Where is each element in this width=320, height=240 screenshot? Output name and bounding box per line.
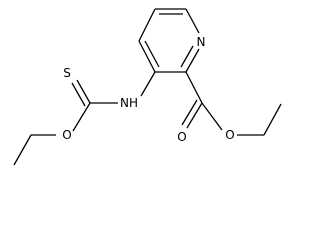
bond-c2-carbonyl <box>185 71 203 104</box>
ring-bond-n1-c2-inner <box>180 45 194 68</box>
bond-ch2-ch3-ester <box>263 103 282 136</box>
ring-bond-c4-c5 <box>138 8 156 42</box>
atom-amine-nh: NH <box>120 96 138 110</box>
bond-cs-s-a <box>76 79 91 104</box>
ring-bond-c3-c4 <box>138 40 156 73</box>
ring-bond-c6-n1 <box>185 8 200 34</box>
ring-bond-n1-c2 <box>185 48 200 73</box>
structure-diagram: N NH S O O O <box>13 8 282 166</box>
atom-thioester-oxygen: O <box>62 128 71 142</box>
bond-c3-nh <box>140 71 156 97</box>
atom-ring-nitrogen: N <box>197 35 206 49</box>
bond-ch2-ch3 <box>13 134 32 166</box>
bond-carbonyl-o-b <box>181 99 198 126</box>
ring-bond-c3-c4-inner <box>144 40 160 68</box>
atom-thione-sulfur: S <box>63 66 71 80</box>
bond-carbonyl-oester <box>201 102 223 131</box>
bond-carbonyl-o-a <box>186 102 203 129</box>
atom-carbonyl-oxygen: O <box>177 130 186 144</box>
atom-ester-oxygen: O <box>225 128 234 142</box>
bond-cs-s-b <box>71 82 86 107</box>
bond-cs-o <box>72 102 91 132</box>
